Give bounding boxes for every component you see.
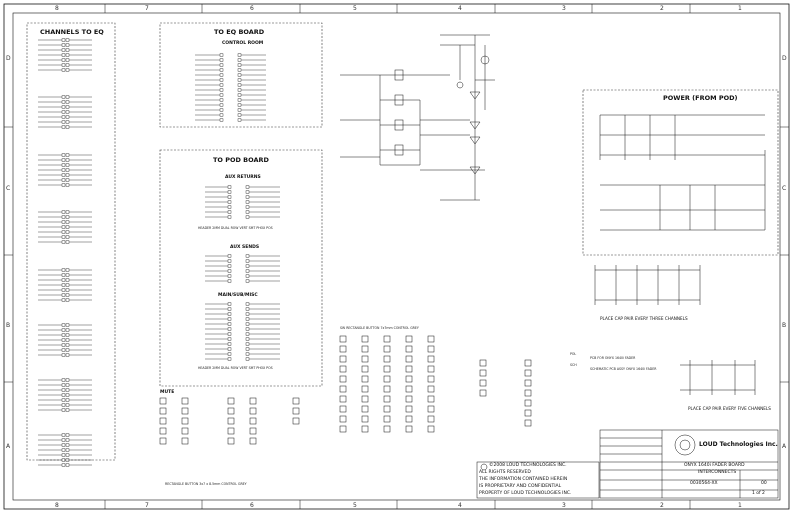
zone-col-6-bottom: 6 <box>250 502 254 509</box>
revision: 00 <box>761 481 767 486</box>
zone-row-c-right: C <box>782 185 787 192</box>
mute-title: MUTE <box>160 390 175 395</box>
main-sub-misc-label: MAIN/SUB/MISC <box>218 293 258 298</box>
zone-row-d: D <box>6 55 11 62</box>
zone-row-a: A <box>6 443 11 450</box>
zone-col-7: 7 <box>145 5 149 12</box>
zone-col-6: 6 <box>250 5 254 12</box>
zone-col-4: 4 <box>458 5 462 12</box>
doc-number: 0030564-XX <box>690 481 718 486</box>
copyright-line-1: ©2008 LOUD TECHNOLOGIES INC. <box>489 463 567 468</box>
cap-pair-note-three: PLACE CAP PAIR EVERY THREE CHANNELS <box>600 316 688 321</box>
zone-col-7-bottom: 7 <box>145 502 149 509</box>
copyright-line-3: THE INFORMATION CONTAINED HEREIN <box>479 477 568 482</box>
zone-col-3-bottom: 3 <box>562 502 566 509</box>
zone-col-4-bottom: 4 <box>458 502 462 509</box>
zone-col-5-bottom: 5 <box>353 502 357 509</box>
to-eq-board-title: TO EQ BOARD <box>214 28 265 36</box>
zone-col-1: 1 <box>738 5 742 12</box>
aux-sends-label: AUX SENDS <box>230 245 260 250</box>
zone-col-5: 5 <box>353 5 357 12</box>
to-pod-board-title: TO POD BOARD <box>213 156 269 164</box>
zone-col-8: 8 <box>55 5 59 12</box>
zone-row-c: C <box>6 185 11 192</box>
switch-note: SW RECTANGLE BUTTON 7x7mm CONTROL GREY <box>340 326 419 330</box>
zone-row-d-right: D <box>782 55 787 62</box>
company-name: LOUD Technologies Inc. <box>699 441 778 448</box>
legend-sch: SCH <box>570 363 577 367</box>
mute-button-note: RECTANGLE BUTTON 3x7 x 8.5mm CONTROL GRE… <box>165 482 247 486</box>
channel-connector-groups <box>38 38 92 467</box>
copyright-line-5: PROPERTY OF LOUD TECHNOLOGIES INC. <box>479 491 572 496</box>
channels-to-eq-title: CHANNELS TO EQ <box>40 28 104 36</box>
main-sub-note: HEADER 2MM DUAL ROW VERT SMT PHOX POS <box>198 366 273 370</box>
aux-returns-note: HEADER 2MM DUAL ROW VERT SMT PHOX POS <box>198 226 273 230</box>
legend-pol: POL <box>570 352 577 356</box>
cap-pair-note-five: PLACE CAP PAIR EVERY FIVE CHANNELS <box>688 406 771 411</box>
power-title: POWER (FROM POD) <box>663 94 738 102</box>
sheet-title: INTERCONNECTS <box>698 470 737 475</box>
copyright-line-2: ALL RIGHTS RESERVED <box>479 470 531 475</box>
zone-col-1-bottom: 1 <box>738 502 742 509</box>
board-name: ONYX 1640i FADER BOARD <box>684 463 745 468</box>
zone-col-3: 3 <box>562 5 566 12</box>
sheet-number: 1 of 2 <box>752 491 765 496</box>
pod-board-connectors <box>205 185 280 361</box>
zone-row-b: B <box>6 322 11 329</box>
eq-board-connector <box>195 53 266 122</box>
zone-col-2-bottom: 2 <box>660 502 664 509</box>
control-room-label: CONTROL ROOM <box>222 41 264 46</box>
copyright-line-4: IS PROPRIETARY AND CONFIDENTIAL <box>479 484 562 489</box>
zone-row-a-right: A <box>782 443 787 450</box>
legend-sch-text: SCHEMATIC PCB ASSY ONYX 1640i FADER <box>590 367 657 371</box>
legend-pol-text: PCB FOR ONYX 1640i FADER <box>590 356 636 360</box>
aux-returns-label: AUX RETURNS <box>225 175 261 180</box>
button-grid <box>159 335 532 445</box>
zone-col-2: 2 <box>660 5 664 12</box>
zone-col-8-bottom: 8 <box>55 502 59 509</box>
zone-row-b-right: B <box>782 322 787 329</box>
